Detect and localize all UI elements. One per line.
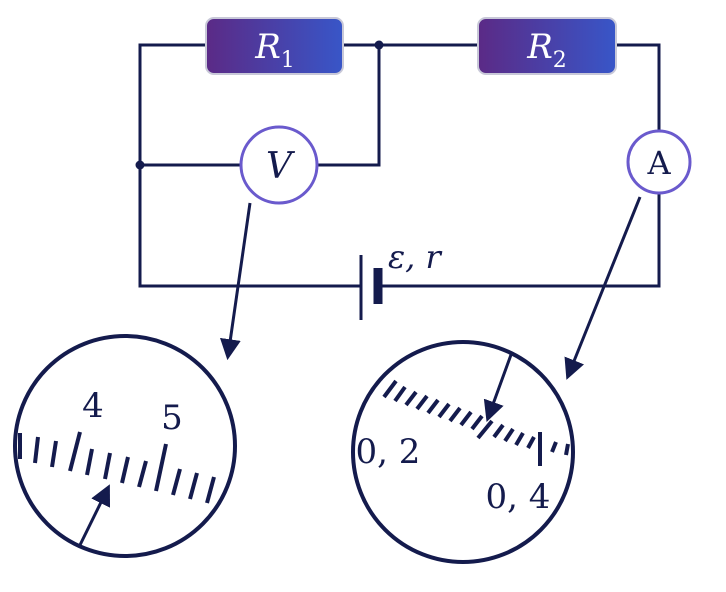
resistor-r2-symbol: R bbox=[526, 27, 553, 67]
resistor-r1-symbol: R bbox=[254, 27, 281, 67]
battery-source: ε, r bbox=[359, 238, 443, 320]
ammeter-needle bbox=[483, 351, 514, 422]
ammeter-scale-ticks bbox=[382, 379, 570, 466]
voltmeter-label-5: 5 bbox=[161, 398, 183, 438]
voltmeter-scale-ticks bbox=[18, 431, 233, 508]
ammeter-label-0-4: 0, 4 bbox=[486, 477, 551, 517]
junction-dot-left bbox=[135, 160, 145, 170]
resistor-r2-subscript: 2 bbox=[553, 48, 567, 73]
voltmeter-label-4: 4 bbox=[82, 386, 104, 426]
voltmeter-dial: 4 5 bbox=[13, 334, 237, 558]
ammeter-symbol: A bbox=[646, 144, 671, 182]
svg-text:R1: R1 bbox=[254, 27, 295, 73]
junction-dot-top bbox=[374, 40, 384, 50]
ammeter-dial: 0, 2 0, 4 bbox=[351, 340, 575, 564]
svg-text:R2: R2 bbox=[526, 27, 567, 73]
resistor-r2: R2 bbox=[477, 17, 617, 75]
voltmeter-needle bbox=[78, 484, 111, 546]
voltmeter-symbol: V bbox=[266, 146, 296, 187]
resistor-r1-subscript: 1 bbox=[281, 48, 295, 73]
source-label: ε, r bbox=[388, 238, 443, 276]
ammeter: A bbox=[626, 129, 692, 195]
resistor-r1: R1 bbox=[205, 17, 344, 75]
ammeter-arrow bbox=[564, 196, 642, 380]
voltmeter: V bbox=[239, 125, 319, 205]
ammeter-label-0-2: 0, 2 bbox=[356, 432, 421, 472]
voltmeter-arrow bbox=[219, 202, 252, 361]
